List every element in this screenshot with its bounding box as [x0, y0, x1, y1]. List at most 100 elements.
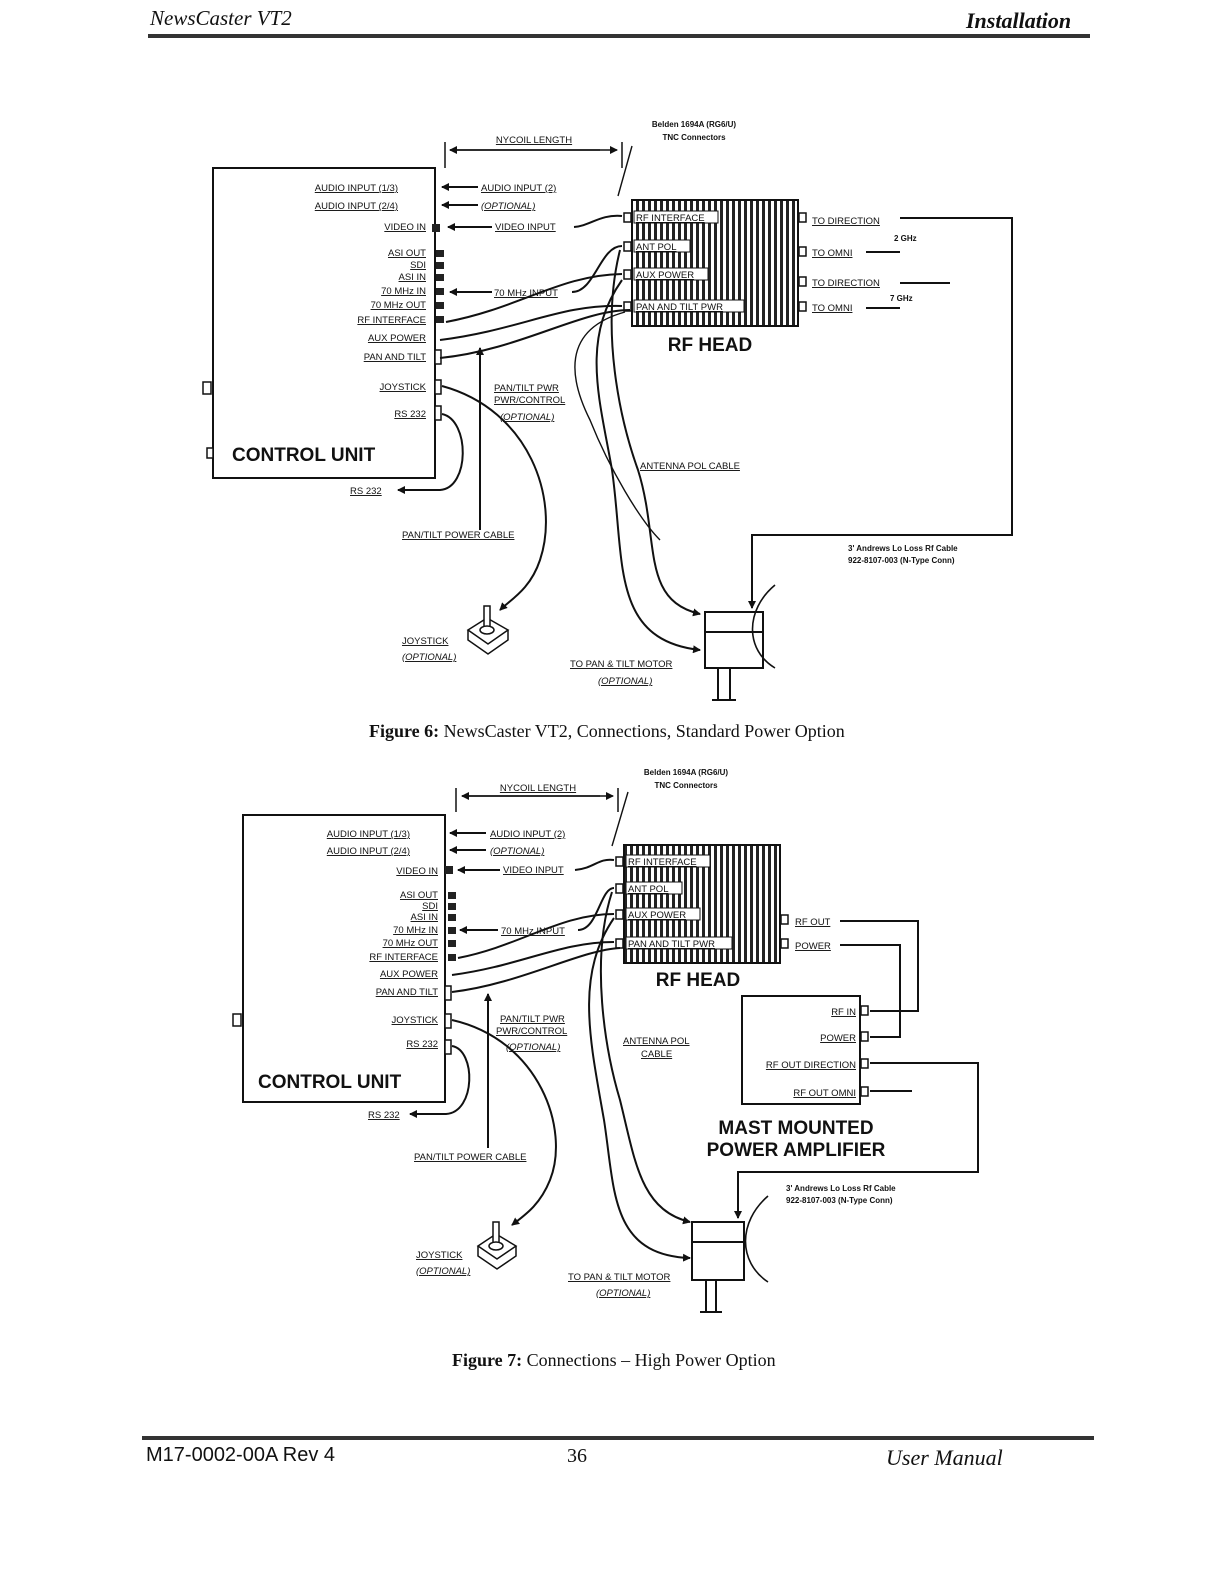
port-asi-in: ASI IN	[399, 272, 427, 283]
port-rf-interface: RF INTERFACE	[357, 315, 426, 326]
footer-doc-type: User Manual	[886, 1445, 1003, 1470]
ext-audio-label: AUDIO INPUT (2)	[481, 183, 556, 194]
svg-text:RF OUT OMNI: RF OUT OMNI	[793, 1088, 856, 1099]
svg-text:TO PAN & TILT MOTOR: TO PAN & TILT MOTOR	[568, 1272, 671, 1283]
antenna-pol-cable-label: ANTENNA POL CABLE	[640, 461, 740, 472]
svg-text:(OPTIONAL): (OPTIONAL)	[416, 1266, 470, 1277]
port-video-in: VIDEO IN	[384, 222, 426, 233]
control-unit-box	[212, 167, 436, 479]
andrews-label-1: 3' Andrews Lo Loss Rf Cable	[848, 544, 958, 553]
antenna-motor-icon-7	[691, 1195, 769, 1313]
svg-text:PAN AND TILT PWR: PAN AND TILT PWR	[628, 939, 715, 950]
footer-doc-id: M17-0002-00A Rev 4	[146, 1444, 336, 1466]
ext-optional-label: (OPTIONAL)	[481, 201, 535, 212]
header-section: Installation	[966, 8, 1072, 33]
belden-label-1: Belden 1694A (RG6/U)	[652, 120, 737, 129]
rf-port-interface: RF INTERFACE	[636, 213, 705, 224]
svg-text:RF IN: RF IN	[831, 1007, 856, 1018]
figure-7: CONTROL UNIT AUDIO INPUT (1/3) AUDIO INP…	[232, 768, 979, 1313]
footer-page-number: 36	[567, 1445, 587, 1467]
joystick-icon-7	[476, 1221, 518, 1270]
to-omni-7ghz: TO OMNI	[812, 303, 852, 314]
svg-text:PAN/TILT POWER CABLE: PAN/TILT POWER CABLE	[414, 1152, 526, 1163]
figure-7-caption-num: Figure 7:	[452, 1350, 523, 1370]
svg-text:(OPTIONAL): (OPTIONAL)	[596, 1288, 650, 1299]
svg-text:SDI: SDI	[422, 901, 438, 912]
header-title: NewsCaster VT2	[150, 6, 292, 30]
control-unit-ports-7: AUDIO INPUT (1/3) AUDIO INPUT (2/4) VIDE…	[327, 829, 439, 1050]
control-unit-label-7: CONTROL UNIT	[258, 1072, 402, 1093]
port-sdi: SDI	[410, 260, 426, 271]
video-input-label: VIDEO INPUT	[495, 222, 556, 233]
andrews-label-2: 922-8107-003 (N-Type Conn)	[848, 556, 955, 565]
svg-text:RF OUT DIRECTION: RF OUT DIRECTION	[766, 1060, 856, 1071]
svg-text:RS 232: RS 232	[406, 1039, 438, 1050]
port-aux-power: AUX POWER	[368, 333, 426, 344]
svg-text:RF INTERFACE: RF INTERFACE	[369, 952, 438, 963]
figure-7-caption-text: Connections – High Power Option	[526, 1350, 776, 1370]
power-amplifier-box: RF IN POWER RF OUT DIRECTION RF OUT OMNI…	[707, 995, 886, 1161]
figure-6: CONTROL UNIT AUDIO INPUT (1/3) AUDIO INP…	[202, 120, 1013, 701]
port-audio-1: AUDIO INPUT (1/3)	[315, 183, 398, 194]
pantilt-optional-label: (OPTIONAL)	[500, 412, 554, 423]
svg-text:PAN/TILT PWR: PAN/TILT PWR	[500, 1014, 565, 1025]
joystick-label: JOYSTICK	[402, 636, 449, 647]
svg-text:PAN AND TILT: PAN AND TILT	[376, 987, 438, 998]
port-70mhz-out: 70 MHz OUT	[371, 300, 427, 311]
svg-text:RF HEAD: RF HEAD	[656, 970, 740, 991]
rf-port-ant-pol: ANT POL	[636, 242, 676, 253]
svg-text:AUDIO INPUT (1/3): AUDIO INPUT (1/3)	[327, 829, 410, 840]
to-pan-motor-label: TO PAN & TILT MOTOR	[570, 659, 673, 670]
rf-head-label: RF HEAD	[668, 335, 752, 356]
belden-label-2: TNC Connectors	[662, 133, 726, 142]
amp-label-2: POWER AMPLIFIER	[707, 1140, 886, 1161]
rf-head-unit: RF INTERFACE ANT POL AUX POWER PAN AND T…	[623, 199, 807, 356]
pantilt-pwr-label: PAN/TILT PWR	[494, 383, 559, 394]
port-asi-out: ASI OUT	[388, 248, 426, 259]
to-direction-2ghz: TO DIRECTION	[812, 216, 880, 227]
svg-text:ANTENNA POL: ANTENNA POL	[623, 1036, 690, 1047]
nycoil-label: NYCOIL LENGTH	[496, 135, 572, 146]
to-pan-optional-label: (OPTIONAL)	[598, 676, 652, 687]
amp-label-1: MAST MOUNTED	[718, 1118, 873, 1139]
port-70mhz-in: 70 MHz IN	[381, 286, 426, 297]
svg-text:JOYSTICK: JOYSTICK	[392, 1015, 439, 1026]
control-unit-box-7	[242, 814, 446, 1103]
svg-text:PWR/CONTROL: PWR/CONTROL	[496, 1026, 567, 1037]
svg-text:70 MHz INPUT: 70 MHz INPUT	[501, 926, 565, 937]
svg-text:70 MHz OUT: 70 MHz OUT	[383, 938, 439, 949]
belden-label-7a: Belden 1694A (RG6/U)	[644, 768, 729, 777]
svg-text:3' Andrews Lo Loss Rf Cable: 3' Andrews Lo Loss Rf Cable	[786, 1184, 896, 1193]
control-unit-label: CONTROL UNIT	[232, 445, 376, 466]
rf-head-unit-7: RF INTERFACE ANT POL AUX POWER PAN AND T…	[615, 844, 789, 991]
port-audio-2: AUDIO INPUT (2/4)	[315, 201, 398, 212]
svg-text:922-8107-003 (N-Type Conn): 922-8107-003 (N-Type Conn)	[786, 1196, 893, 1205]
svg-text:AUDIO INPUT (2): AUDIO INPUT (2)	[490, 829, 565, 840]
svg-text:ASI IN: ASI IN	[411, 912, 439, 923]
nycoil-label-7: NYCOIL LENGTH	[500, 783, 576, 794]
svg-text:JOYSTICK: JOYSTICK	[416, 1250, 463, 1261]
belden-label-7b: TNC Connectors	[654, 781, 718, 790]
svg-text:VIDEO IN: VIDEO IN	[396, 866, 438, 877]
to-direction-7ghz: TO DIRECTION	[812, 278, 880, 289]
rs232-out-label: RS 232	[350, 486, 382, 497]
svg-text:CABLE: CABLE	[641, 1049, 672, 1060]
to-omni-2ghz: TO OMNI	[812, 248, 852, 259]
svg-text:AUX POWER: AUX POWER	[380, 969, 438, 980]
svg-text:AUX POWER: AUX POWER	[628, 910, 686, 921]
svg-text:VIDEO INPUT: VIDEO INPUT	[503, 865, 564, 876]
footer-rule	[142, 1436, 1094, 1440]
control-unit-ports: AUDIO INPUT (1/3) AUDIO INPUT (2/4) VIDE…	[315, 183, 427, 420]
rf-port-aux-power: AUX POWER	[636, 270, 694, 281]
figure-6-caption-text: NewsCaster VT2, Connections, Standard Po…	[443, 721, 845, 741]
ghz-7-label: 7 GHz	[890, 294, 913, 303]
port-pan-tilt: PAN AND TILT	[364, 352, 426, 363]
antenna-motor-icon	[704, 584, 776, 701]
pantilt-power-cable-label: PAN/TILT POWER CABLE	[402, 530, 514, 541]
port-joystick: JOYSTICK	[380, 382, 427, 393]
joystick-optional-label: (OPTIONAL)	[402, 652, 456, 663]
joystick-icon	[466, 605, 510, 655]
port-rs232: RS 232	[394, 409, 426, 420]
svg-text:(OPTIONAL): (OPTIONAL)	[506, 1042, 560, 1053]
